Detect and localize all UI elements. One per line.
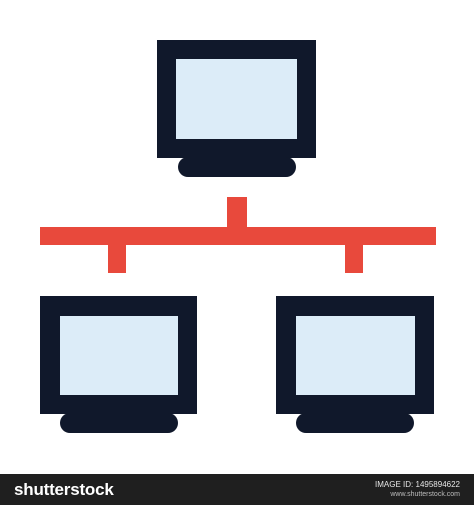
monitor-icon <box>157 40 316 177</box>
image-id: IMAGE ID: 1495894622 <box>375 480 460 489</box>
network-connector-icon <box>40 197 436 273</box>
stock-footer: shutterstock IMAGE ID: 1495894622 www.sh… <box>0 474 474 505</box>
monitor-icon <box>40 296 197 433</box>
site-url: www.shutterstock.com <box>390 491 460 498</box>
illustration-canvas <box>40 40 436 433</box>
network-illustration <box>40 40 436 433</box>
shutterstock-logo: shutterstock <box>14 480 114 499</box>
image-meta: IMAGE ID: 1495894622 www.shutterstock.co… <box>375 480 460 500</box>
monitor-icon <box>276 296 434 433</box>
